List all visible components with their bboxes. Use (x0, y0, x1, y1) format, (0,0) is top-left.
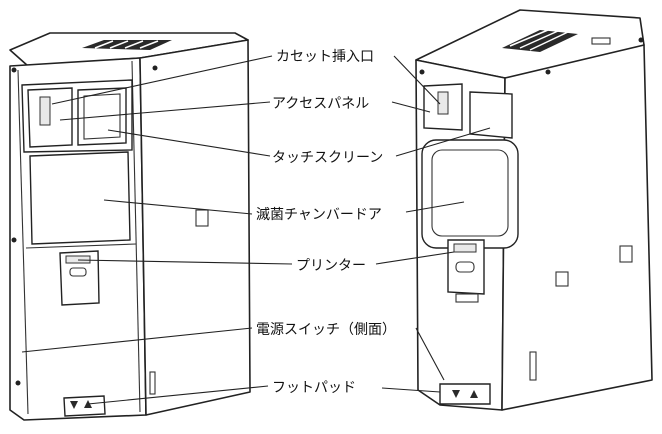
right-cassette-slot (437, 91, 449, 115)
right-sterilizer-unit (415, 9, 653, 411)
right-printer (447, 239, 485, 295)
left-chamber-door (29, 151, 131, 245)
label-access-panel: アクセスパネル (272, 96, 369, 112)
left-foot-pad (63, 395, 106, 417)
right-unit-top-vent (502, 29, 611, 52)
left-sterilizer-unit (9, 32, 251, 421)
label-power-switch: 電源スイッチ（側面） (256, 322, 396, 338)
label-foot-pad: フットパッド (272, 380, 356, 396)
left-unit-top-vent (82, 40, 172, 50)
right-foot-pad (439, 383, 491, 405)
right-access-panel (469, 91, 513, 139)
label-cassette-slot: カセット挿入口 (276, 49, 374, 65)
cassette-slot-icon (39, 96, 51, 126)
leader-lines (21, 55, 491, 405)
right-side-latch-1 (555, 271, 569, 287)
label-printer: プリンター (296, 258, 366, 274)
right-chamber-door (421, 139, 519, 249)
label-chamber-door: 滅菌チャンバードア (256, 207, 382, 223)
label-touch-screen: タッチスクリーン (272, 150, 383, 166)
left-unit-side (139, 39, 251, 416)
right-unit-side (501, 44, 653, 411)
right-side-connector (529, 351, 537, 381)
left-side-latch (195, 209, 209, 227)
left-power-switch (149, 371, 156, 395)
right-side-latch-2 (619, 245, 633, 263)
left-printer (59, 250, 100, 306)
